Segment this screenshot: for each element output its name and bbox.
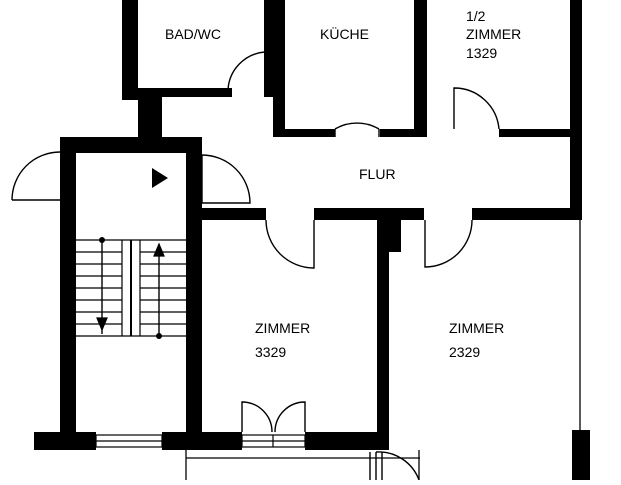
wall-middle-pillar: [389, 220, 401, 252]
wall-east-flur: [570, 137, 582, 220]
wall-bad-left: [122, 0, 138, 100]
wall-kueche-left: [273, 0, 285, 136]
wall-halbzimmer-bottom: [499, 129, 580, 137]
door-balcony-left-b: [274, 401, 306, 433]
wall-south-a: [34, 432, 96, 450]
walls: [34, 0, 590, 480]
wall-east-upper: [570, 0, 582, 137]
wall-stair-top: [60, 137, 190, 153]
door-kueche-swing: [334, 122, 380, 130]
room-label-zimmer-left: ZIMMER: [255, 320, 311, 336]
room-label-flur: FLUR: [359, 166, 396, 182]
room-label-halbzimmer-fraction: 1/2: [466, 8, 486, 24]
wall-stair-left-upper: [60, 137, 76, 200]
staircase-icon: [76, 239, 186, 337]
room-number-zimmer-left: 3329: [255, 344, 287, 360]
wall-kueche-bottom-b: [380, 129, 422, 137]
play-triangle-icon: [152, 168, 168, 188]
wall-stair-left: [60, 200, 76, 437]
room-label-kueche: KÜCHE: [320, 26, 370, 42]
wall-south-c: [305, 432, 389, 450]
wall-south-east: [572, 430, 590, 480]
door-balcony-left-a: [241, 401, 273, 433]
windows: [95, 434, 306, 448]
room-label-bad: BAD/WC: [165, 26, 221, 42]
door-entrance-swing: [11, 151, 61, 201]
wall-bad-pillar: [138, 97, 162, 137]
room-number-halbzimmer: 1329: [466, 45, 498, 61]
wall-kueche-bottom-a: [273, 129, 335, 137]
door-stair-swing: [201, 154, 251, 204]
room-label-zimmer-right: ZIMMER: [449, 320, 505, 336]
door-zimmer-right-swing: [424, 219, 473, 268]
wall-flur-bottom-a: [188, 208, 266, 220]
door-zimmer-left-swing: [265, 219, 315, 269]
thin-lines: [185, 220, 581, 480]
doors: [11, 51, 500, 481]
wall-bad-bottom: [122, 88, 232, 97]
door-bad-swing: [227, 51, 266, 91]
stair-start-dot: [99, 237, 105, 243]
stair-end-dot: [156, 333, 162, 339]
wall-bad-right: [264, 0, 273, 97]
wall-rooms-middle: [377, 208, 389, 448]
wall-flur-bottom-c: [472, 208, 580, 220]
wall-stair-right: [186, 137, 202, 437]
room-label-halbzimmer: ZIMMER: [466, 26, 522, 42]
room-number-zimmer-right: 2329: [449, 344, 481, 360]
door-halbzimmer-swing: [453, 87, 500, 130]
wall-flur-bottom-b: [314, 208, 424, 220]
wall-south-b: [162, 432, 242, 450]
wall-kueche-right: [414, 0, 427, 137]
